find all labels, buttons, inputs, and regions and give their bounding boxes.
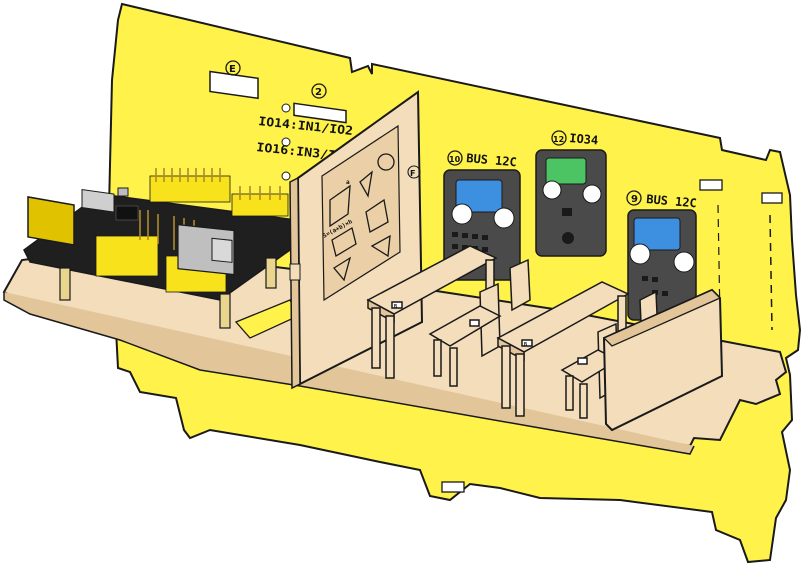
standoff bbox=[265, 257, 277, 289]
desk-left bbox=[366, 245, 531, 387]
badge-f-circle bbox=[407, 165, 421, 179]
badge-e: E bbox=[229, 64, 236, 75]
module-10-badge: 10 bbox=[449, 155, 461, 164]
chair-tag bbox=[469, 319, 480, 327]
desk-leg bbox=[371, 307, 381, 369]
furniture-tag-text: B bbox=[394, 304, 397, 310]
esp32-module bbox=[177, 224, 235, 276]
mount-hole bbox=[673, 251, 695, 273]
green-connector-icon bbox=[545, 157, 587, 185]
dashed-fold-line-2 bbox=[717, 204, 721, 321]
desk-tag bbox=[391, 301, 403, 309]
badge-e-circle bbox=[225, 60, 241, 76]
chair-leg bbox=[565, 375, 574, 411]
module-12-text: IO34 bbox=[569, 131, 599, 147]
sensor-element bbox=[562, 232, 574, 244]
slot-right-2 bbox=[761, 192, 783, 204]
desk-leg bbox=[515, 353, 525, 417]
standoff bbox=[219, 293, 231, 329]
standoff bbox=[59, 267, 71, 301]
chair-tag bbox=[577, 357, 588, 365]
desk-leg bbox=[385, 315, 395, 379]
module-bus-9 bbox=[627, 209, 697, 321]
hole bbox=[281, 137, 291, 147]
pin-header-row-top bbox=[149, 175, 289, 217]
mount-hole bbox=[493, 207, 515, 229]
sensor-chip bbox=[562, 208, 572, 216]
blue-connector-icon bbox=[633, 217, 681, 251]
hole bbox=[281, 171, 291, 181]
desk-leg bbox=[501, 345, 511, 409]
standoffs bbox=[59, 257, 277, 329]
mount-hole bbox=[542, 180, 562, 200]
module-10-text: BUS 12C bbox=[466, 151, 518, 169]
badge-12-circle bbox=[551, 130, 567, 146]
right-wall-panel bbox=[602, 288, 724, 432]
mount-hole bbox=[582, 184, 602, 204]
label-a: a bbox=[346, 179, 350, 186]
slot-2 bbox=[293, 102, 347, 124]
module-io34 bbox=[535, 149, 607, 257]
mount-hole bbox=[629, 243, 651, 265]
badge-f: F bbox=[410, 169, 415, 178]
slot-bottom bbox=[441, 481, 465, 493]
badge-2: 2 bbox=[315, 87, 322, 98]
panel-engraving-area bbox=[321, 124, 401, 302]
reset-button-icon bbox=[117, 187, 129, 197]
module-9-text: BUS 12C bbox=[646, 192, 698, 210]
module-9-badge: 9 bbox=[631, 194, 638, 205]
esp32-antenna bbox=[211, 237, 233, 263]
panel-tab bbox=[289, 263, 301, 281]
geometry-shapes-icon bbox=[329, 153, 395, 282]
module-bus-10 bbox=[443, 169, 521, 281]
wall-top-edge bbox=[602, 289, 722, 347]
slot-right-1 bbox=[699, 179, 723, 191]
chair-seat bbox=[428, 305, 502, 347]
blue-connector-icon bbox=[455, 179, 503, 213]
chair-leg bbox=[579, 383, 588, 419]
chip-icon bbox=[115, 205, 139, 221]
hole bbox=[281, 103, 291, 113]
dc-jack-icon bbox=[27, 196, 75, 246]
chair-leg bbox=[433, 339, 442, 377]
badge-2-circle bbox=[311, 83, 327, 99]
dashed-fold-line bbox=[769, 214, 773, 331]
chair-leg bbox=[449, 347, 458, 387]
badge-10-circle bbox=[447, 150, 463, 166]
chair-back-2 bbox=[509, 258, 531, 312]
usb-port-icon bbox=[81, 188, 115, 213]
controller-board bbox=[23, 168, 297, 301]
panel-side bbox=[289, 176, 301, 390]
desk-tag bbox=[521, 339, 533, 347]
furniture-tag-text-2: B bbox=[524, 342, 527, 348]
badge-9-circle bbox=[626, 190, 642, 206]
mount-hole bbox=[451, 203, 473, 225]
module-12-badge: 12 bbox=[553, 135, 564, 144]
